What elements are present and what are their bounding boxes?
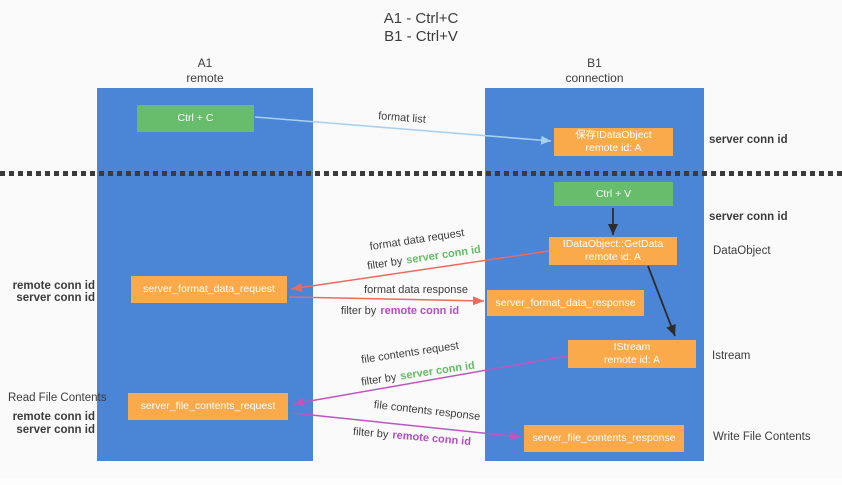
- lane-header-b1: B1 connection: [485, 56, 704, 86]
- annotation-server-conn-id-top: server conn id: [709, 134, 788, 146]
- server-conn-id-text: server conn id: [399, 359, 476, 383]
- node-server-file-contents-request: server_file_contents_request: [128, 393, 288, 420]
- remote-conn-id-text: remote conn id: [391, 429, 472, 449]
- node-server-file-contents-request-label: server_file_contents_request: [140, 400, 276, 412]
- lane-a1-subtitle: remote: [186, 71, 224, 85]
- lane-b1-subtitle: connection: [565, 71, 624, 85]
- node-save-idataobject-line1: 保存IDataObject: [575, 129, 652, 141]
- node-server-file-contents-response: server_file_contents_response: [524, 425, 684, 452]
- node-ctrl-c-label: Ctrl + C: [177, 112, 214, 124]
- label-format-data-response-text: format data response: [364, 284, 468, 296]
- node-ctrl-v: Ctrl + V: [554, 182, 673, 206]
- node-server-file-contents-response-label: server_file_contents_response: [532, 432, 676, 444]
- server-conn-id-text: server conn id: [405, 243, 482, 267]
- node-istream-line2: remote id: A: [603, 354, 661, 366]
- label-file-contents-request: file contents request: [360, 340, 459, 366]
- node-istream: IStream remote id: A: [568, 340, 696, 368]
- node-idataobject-getdata-line1: IDataObject::GetData: [562, 238, 664, 250]
- node-server-format-data-response: server_format_data_response: [487, 290, 644, 316]
- arrow-format-data-response: [288, 296, 485, 306]
- title-line-a1: A1 - Ctrl+C: [383, 10, 459, 27]
- node-server-format-data-request: server_format_data_request: [131, 276, 287, 303]
- node-save-idataobject: 保存IDataObject remote id: A: [554, 128, 673, 156]
- lane-b1-name: B1: [587, 56, 602, 70]
- annotation-server-conn-id-mid: server conn id: [709, 211, 788, 223]
- title-line-b1: B1 - Ctrl+V: [384, 28, 458, 45]
- node-idataobject-getdata: IDataObject::GetData remote id: A: [549, 237, 677, 265]
- diagram-title: A1 - Ctrl+C B1 - Ctrl+V: [0, 10, 842, 46]
- phase-divider-dotted-line: [0, 171, 842, 176]
- node-istream-line1: IStream: [613, 341, 651, 353]
- annotation-remote-conn-id-format: remote conn id: [12, 280, 95, 292]
- node-idataobject-getdata-line2: remote id: A: [584, 251, 642, 263]
- lane-a1-name: A1: [197, 56, 213, 70]
- annotation-remote-conn-id-file: remote conn id: [12, 411, 95, 423]
- label-file-contents-response: file contents response: [373, 399, 481, 423]
- node-server-format-data-response-label: server_format_data_response: [495, 296, 636, 309]
- annotation-server-conn-id-format: server conn id: [16, 292, 95, 304]
- label-format-list-text: format list: [377, 110, 427, 126]
- filter-by-text: filter by: [366, 255, 404, 273]
- page-bottom-strip: [0, 478, 842, 485]
- annotation-istream: Istream: [712, 350, 751, 362]
- node-ctrl-v-label: Ctrl + V: [595, 187, 632, 200]
- annotation-server-conn-id-file: server conn id: [16, 424, 95, 436]
- label-format-list: format list: [378, 110, 426, 126]
- lane-header-a1: A1 remote: [97, 56, 313, 86]
- node-ctrl-c: Ctrl + C: [137, 105, 254, 132]
- node-save-idataobject-line2: remote id: A: [585, 142, 642, 154]
- annotation-write-file-contents: Write File Contents: [713, 431, 811, 443]
- remote-conn-id-text: remote conn id: [380, 305, 460, 317]
- filter-by-text: filter by: [352, 425, 389, 441]
- filter-by-text: filter by: [360, 371, 398, 389]
- node-server-format-data-request-label: server_format_data_request: [143, 283, 275, 295]
- filter-by-text: filter by: [340, 305, 377, 317]
- annotation-read-file-contents: Read File Contents: [8, 392, 107, 404]
- label-format-data-response: format data response: [364, 284, 468, 296]
- annotation-dataobject: DataObject: [713, 245, 771, 257]
- label-file-contents-response-text: file contents response: [373, 398, 481, 424]
- label-file-contents-request-text: file contents request: [360, 339, 460, 367]
